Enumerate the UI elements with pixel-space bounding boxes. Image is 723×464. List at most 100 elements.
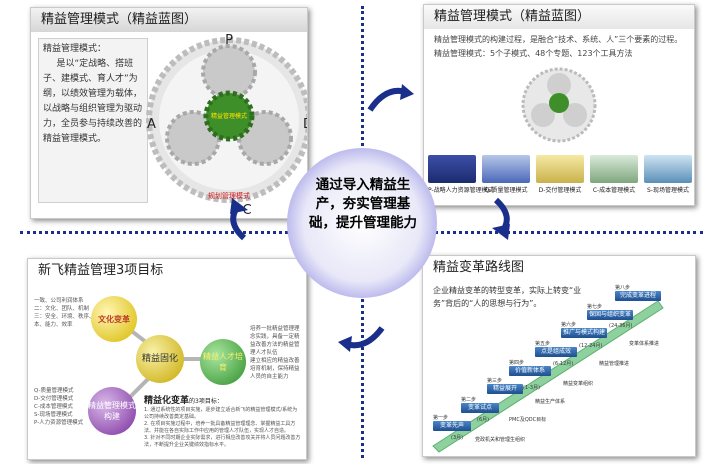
step-number: 第七步 [587, 304, 603, 310]
roadmap-note: 变革体系推进 [629, 341, 660, 347]
goal-point-text: 通过系统性的项目实施，逐步建立适合新飞的精益管理模式/系统为公司持续改善奠定基础… [144, 407, 298, 420]
description-heading: 精益管理模式： [43, 44, 107, 54]
pdca-a: A [147, 117, 156, 132]
right-note: 培养一批精益管理理念实践，具备一定精益改善方法的精益管理人才队伍 [250, 326, 300, 356]
top-note: 三：安全、环境、秩序、成本、能力、效率 [34, 314, 101, 328]
roadmap-step: 推广与模式构建 [561, 328, 607, 338]
panel-title: 新飞精益管理3项目标 [38, 263, 164, 278]
roadmap-step: 价值新体系 [509, 366, 551, 376]
panel-roadmap: 精益变革路线图 企业精益变革的转型变革，实际上转变“业务”背后的“人的思想与行为… [422, 255, 696, 457]
panel-lean-blueprint-right: 精益管理模式（精益蓝图） 精益管理模式的构建过程，是融合“技术、系统、人”三个要… [423, 4, 695, 206]
center-slogan: 通过导入精益生产，夯实管理基础，提升管理能力 [309, 177, 417, 231]
step-number: 第六步 [561, 322, 577, 328]
mode-s-picture [644, 155, 692, 183]
mode-label: P-战略人力资源管理模式 [428, 187, 494, 194]
goal-center-circle: 精益固化 [136, 335, 184, 383]
pdca-p: P [225, 33, 233, 48]
sub-mode-list: P-战略人力资源管理模式 Q-质量管理模式 D-交付管理模式 C-成本管理模式 … [424, 155, 694, 200]
phase-label: (3月) [451, 435, 464, 441]
right-note: 建立相应的精益改善培育机制，保持精益人员的自主能力 [250, 358, 300, 380]
mode-d-picture [536, 155, 584, 183]
top-note: 一致、公司利润体系 [34, 298, 84, 304]
roadmap-step: 完成变革进程 [615, 291, 661, 301]
left-note: P-人力资源管理模式 [34, 420, 84, 426]
curved-arrow-bottom-icon [338, 326, 385, 352]
top-note: 二：文化、团队、机制 [34, 306, 90, 312]
goal-point-text: 在项目实施过程中，培养一批具备精益管理理念、掌握精益工具方法、并能在各自实际工作… [144, 421, 296, 434]
goal-point: 1. 通过系统性的项目实施，逐步建立适合新飞的精益管理模式/系统为公司持续改善奠… [144, 407, 298, 420]
panel-lean-blueprint-left: 精益管理模式（精益蓝图） 精益管理模式： 是以“定战略、搭班子、建模式、育人才”… [30, 7, 308, 219]
mode-c: C-成本管理模式 [590, 155, 638, 194]
roadmap-step: 变革试点 [461, 403, 499, 413]
roadmap-note: PMC及QDC目标 [509, 417, 547, 423]
goal-point-text: 针对不同时期企业实际需求，进行相应改善攻关并将人员问题改善方法，不断提升企业关键… [144, 435, 301, 448]
roadmap-step: 点是组成效 [535, 347, 577, 357]
step-number: 第五步 [535, 341, 551, 347]
step-number: 第一步 [433, 415, 449, 421]
top-notes: 一致、公司利润体系 二：文化、团队、机制 三：安全、环境、秩序、成本、能力、效率 [34, 297, 100, 329]
description-line-1: 精益管理模式的构建过程，是融合“技术、系统、人”三个要素的过程。 [434, 35, 683, 44]
goal-point: 2. 在项目实施过程中，培养一批具备精益管理理念、掌握精益工具方法、并能在各自实… [144, 421, 296, 434]
mode-q-picture [482, 155, 530, 183]
roadmap-step: 变革先声 [433, 421, 471, 431]
blueprint-description: 精益管理模式的构建过程，是融合“技术、系统、人”三个要素的过程。 精益管理模式：… [434, 33, 689, 61]
mode-label: C-成本管理模式 [592, 187, 636, 194]
curved-arrow-right-icon [492, 197, 510, 240]
phase-label: (6月) [477, 417, 490, 423]
mini-gear-diagram [521, 67, 597, 143]
left-note: Q-质量管理模式 [34, 388, 74, 394]
left-note: C-成本管理模式 [34, 404, 73, 410]
panel-three-goals: 新飞精益管理3项目标 一致、公司利润体系 二：文化、团队、机制 三：安全、环境、… [27, 258, 307, 460]
goal-point: 3. 针对不同时期企业实际需求，进行相应改善攻关并将人员问题改善方法，不断提升企… [144, 435, 301, 448]
step-number: 第三步 [487, 378, 503, 384]
curved-arrow-top-icon [367, 84, 414, 112]
roadmap-note: 精益管理推进 [599, 361, 630, 367]
roadmap-intro: 企业精益变革的转型变革，实际上转变“业务”背后的“人的思想与行为”。 [433, 286, 582, 308]
step-number: 第二步 [461, 397, 477, 403]
left-note: S-现场管理模式 [34, 412, 73, 418]
goal-culture-circle: 文化变革 [91, 296, 137, 342]
roadmap-note: 党政机关和管理生组织 [475, 437, 526, 443]
right-notes: 培养一批精益管理理念实践，具备一定精益改善方法的精益管理人才队伍 建立相应的精益… [250, 325, 304, 381]
mode-d: D-交付管理模式 [536, 155, 584, 194]
mode-p-picture [428, 155, 476, 183]
center-gear-label: 精益管理模式 [211, 112, 247, 120]
roadmap-note: 精益变革组织 [563, 381, 594, 387]
panel-title: 精益管理模式（精益蓝图） [424, 5, 694, 29]
lean-mode-description: 精益管理模式： 是以“定战略、搭班子、建模式、育人才”为纲，以绩效管理为载体，以… [38, 38, 148, 203]
goal-mode-circle: 精益管理模式构建 [88, 387, 136, 435]
panel-title: 精益变革路线图 [433, 260, 525, 275]
top-gear [201, 44, 257, 100]
pdca-gear-diagram: 精益管理模式 规划管理模式 P D C A [146, 33, 308, 216]
goals-heading: 精益化变革的3项目标： [144, 393, 223, 406]
roadmap-step: 保固与组织变革 [587, 310, 633, 320]
description-line-2: 精益管理模式：5个子模式、48个专题、123个工具方法 [434, 49, 633, 58]
panel-title: 精益管理模式（精益蓝图） [31, 8, 307, 32]
center-glow [287, 148, 437, 298]
pdca-d: D [303, 117, 308, 132]
mode-s: S-现场管理模式 [644, 155, 692, 194]
center-gear [203, 90, 255, 142]
left-note: D-交付管理模式 [34, 396, 74, 402]
phase-label: (12-24月) [579, 343, 603, 349]
mode-label: S-现场管理模式 [647, 187, 689, 194]
mode-label: D-交付管理模式 [538, 187, 582, 194]
goals-heading-suffix: 的3项目标： [189, 398, 223, 405]
bottom-gear-label: 规划管理模式 [208, 191, 250, 200]
mode-c-picture [590, 155, 638, 183]
roadmap-note: 精益生产体系 [535, 399, 566, 405]
left-notes: Q-质量管理模式 D-交付管理模式 C-成本管理模式 S-现场管理模式 P-人力… [34, 387, 90, 427]
step-number: 第八步 [615, 285, 631, 291]
goals-heading-bold: 精益化变革 [144, 396, 190, 406]
mode-p: P-战略人力资源管理模式 [428, 155, 494, 194]
roadmap-step: 精益展开 [487, 384, 523, 394]
goal-points: 1. 通过系统性的项目实施，逐步建立适合新飞的精益管理模式/系统为公司持续改善奠… [144, 407, 302, 449]
phase-label: (6-12月) [553, 361, 574, 367]
phase-label: (1-3月) [523, 385, 541, 391]
roadmap-arrow [432, 300, 664, 453]
mode-q: Q-质量管理模式 [482, 155, 530, 194]
goal-talent-circle: 精益人才培育 [200, 339, 246, 385]
curved-arrow-left-icon [230, 198, 248, 241]
step-number: 第四步 [509, 360, 525, 366]
mode-label: Q-质量管理模式 [484, 187, 528, 194]
